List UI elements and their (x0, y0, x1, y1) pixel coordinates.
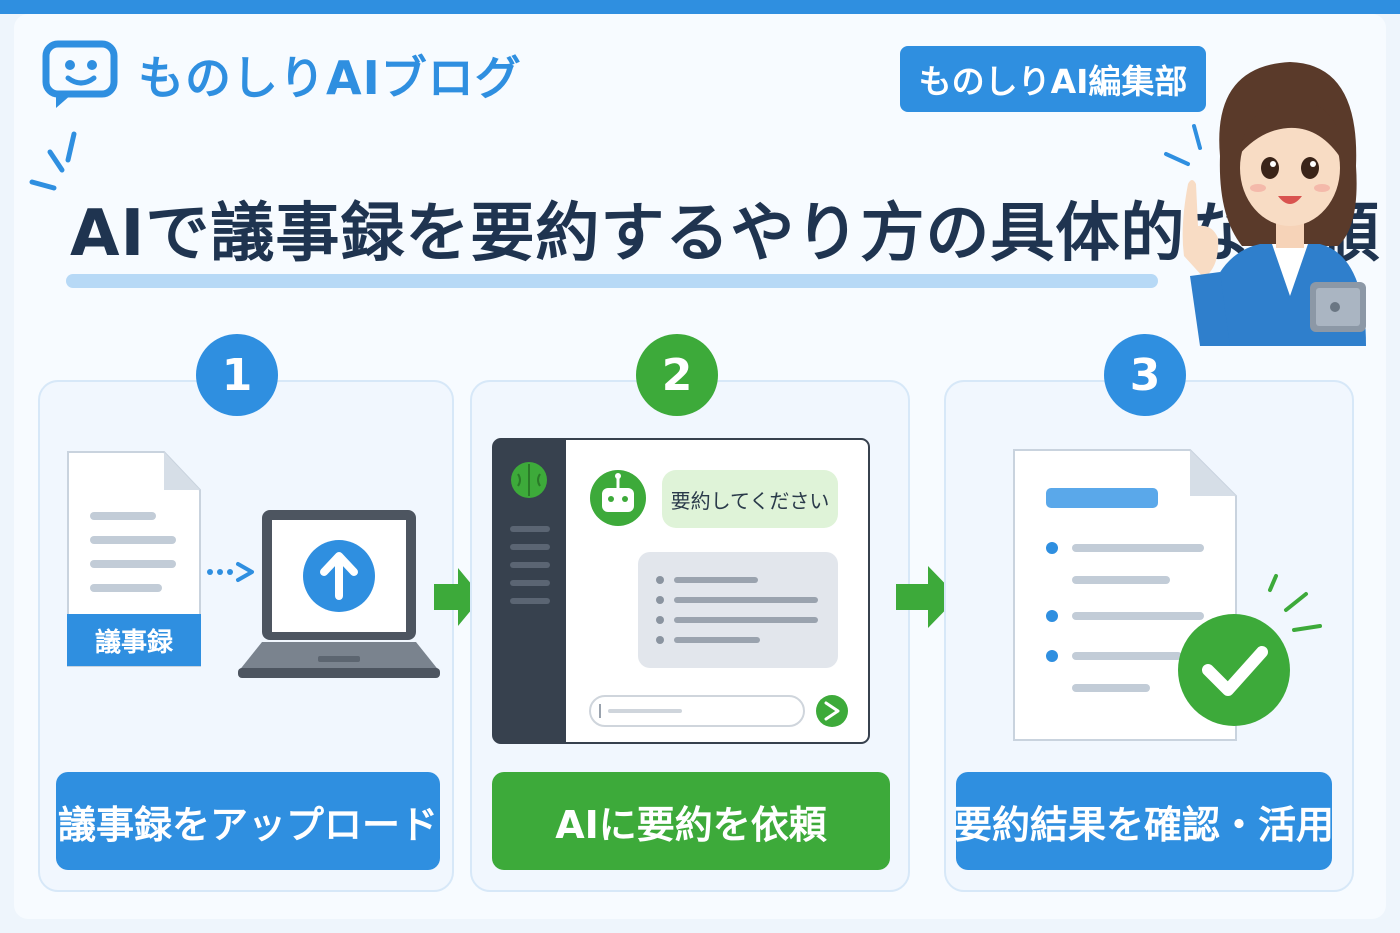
chat-smile-icon (42, 40, 118, 108)
step-number-2: 2 (636, 334, 718, 416)
title-underline (66, 274, 1158, 288)
brand-name: ものしりAIブログ (138, 51, 522, 105)
sparkle-lines-icon (29, 131, 77, 191)
presenter-character-illustration (1164, 62, 1366, 346)
document-icon (67, 451, 201, 667)
brand-logo[interactable]: ものしりAIブログ (42, 40, 522, 110)
page-title: AIで議事録を要約するやり方の具体的な手順 (70, 197, 1381, 271)
top-accent-bar (0, 0, 1400, 14)
arrow-right-icon (896, 566, 958, 628)
chat-prompt-bubble: 要約してください (662, 470, 838, 528)
document-tag: 議事録 (67, 614, 201, 666)
checkmark-icon (1178, 574, 1322, 726)
step-number-1: 1 (196, 334, 278, 416)
laptop-upload-icon (238, 510, 440, 678)
step-number-3: 3 (1104, 334, 1186, 416)
step-label-3: 要約結果を確認・活用 (954, 772, 1334, 870)
editor-badge: ものしりAI編集部 (900, 46, 1206, 112)
step-label-1: 議事録をアップロード (56, 772, 440, 870)
step-label-2: AIに要約を依頼 (492, 772, 890, 870)
dotted-arrow-icon (207, 562, 254, 582)
